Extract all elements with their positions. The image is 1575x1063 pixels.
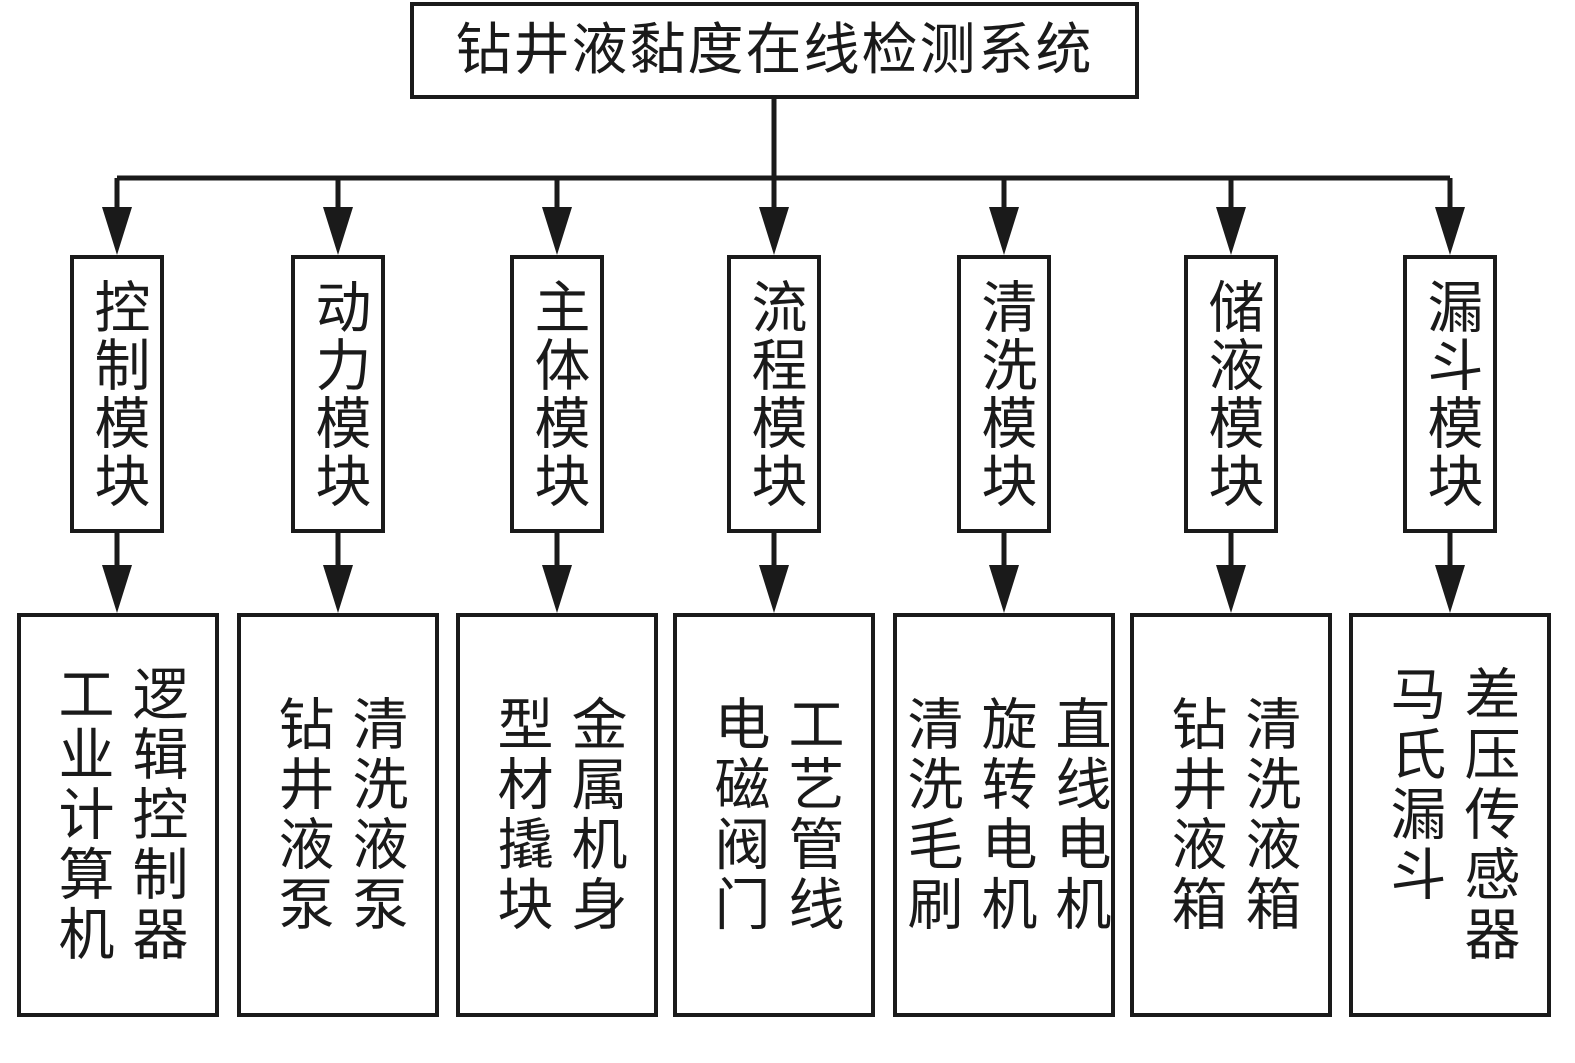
component-label: 钻井液箱 [1162,695,1227,935]
component-label: 直线电机 [1046,695,1111,935]
arrow-to-module [102,207,132,255]
component-box-funnel: 差压传感器 马氏漏斗 [1349,613,1551,1017]
component-label: 马氏漏斗 [1381,665,1446,905]
arrow-to-module [1435,207,1465,255]
module-label: 储液模块 [1199,278,1264,510]
system-title: 钻井液黏度在线检测系统 [455,17,1094,83]
arrow-to-module [989,207,1019,255]
arrow-to-component [1435,565,1465,613]
arrow-to-module [542,207,572,255]
arrow-to-component [323,565,353,613]
component-box-power: 清洗液泵 钻井液泵 [237,613,439,1017]
module-box-control: 控制模块 [70,255,164,533]
arrow-to-module [1216,207,1246,255]
module-box-power: 动力模块 [291,255,385,533]
module-label: 漏斗模块 [1418,278,1483,510]
arrow-to-component [102,565,132,613]
module-box-main: 主体模块 [510,255,604,533]
component-label: 金属机身 [562,695,627,935]
component-label: 差压传感器 [1455,665,1520,965]
module-label: 动力模块 [306,278,371,510]
component-box-control: 逻辑控制器 工业计算机 [17,613,219,1017]
component-label: 电磁阀门 [705,695,770,935]
component-box-cleaning: 直线电机 旋转电机 清洗毛刷 [893,613,1115,1017]
component-label: 型材撬块 [488,695,553,935]
arrow-to-component [989,565,1019,613]
component-label: 旋转电机 [972,695,1037,935]
component-label: 逻辑控制器 [123,665,188,965]
module-label: 主体模块 [525,278,590,510]
system-title-box: 钻井液黏度在线检测系统 [410,2,1139,99]
module-box-funnel: 漏斗模块 [1403,255,1497,533]
arrow-to-component [1216,565,1246,613]
component-label: 工业计算机 [49,665,114,965]
module-box-cleaning: 清洗模块 [957,255,1051,533]
component-box-main: 金属机身 型材撬块 [456,613,658,1017]
component-label: 清洗液箱 [1236,695,1301,935]
component-label: 工艺管线 [779,695,844,935]
component-box-storage: 清洗液箱 钻井液箱 [1130,613,1332,1017]
component-label: 清洗毛刷 [898,695,963,935]
arrow-to-module [323,207,353,255]
component-label: 清洗液泵 [343,695,408,935]
module-box-process: 流程模块 [727,255,821,533]
arrow-to-component [759,565,789,613]
component-label: 钻井液泵 [269,695,334,935]
module-box-storage: 储液模块 [1184,255,1278,533]
arrow-to-module [759,207,789,255]
module-label: 流程模块 [742,278,807,510]
module-label: 控制模块 [85,278,150,510]
component-box-process: 工艺管线 电磁阀门 [673,613,875,1017]
module-label: 清洗模块 [972,278,1037,510]
arrow-to-component [542,565,572,613]
